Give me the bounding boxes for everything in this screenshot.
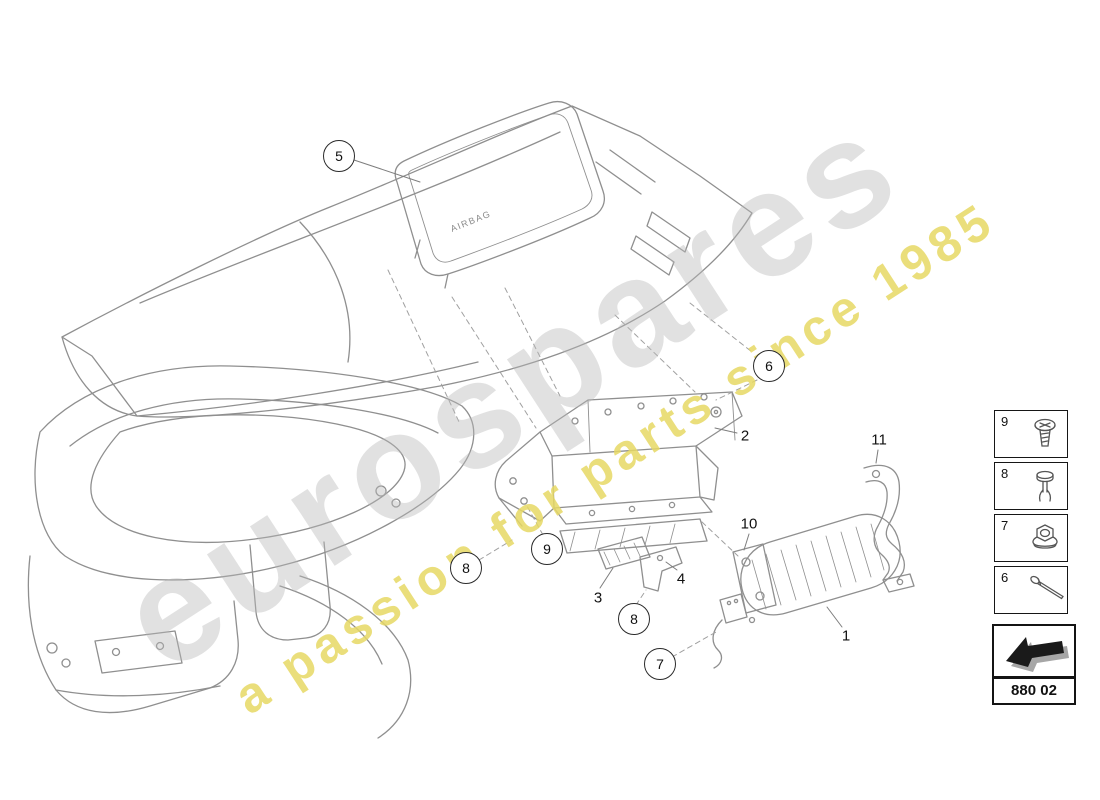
callout-circle-5[interactable]: 5 <box>323 140 355 172</box>
airbag-frame-bracket <box>494 391 743 554</box>
pin-icon <box>1030 575 1064 600</box>
arrow-icon <box>1006 637 1069 672</box>
retaining-strap <box>863 464 915 593</box>
callout-label-9: 9 <box>543 541 551 557</box>
legend-number-8: 8 <box>1001 466 1009 481</box>
dashboard-top-panel <box>61 105 753 418</box>
airbag-lid: AIRBAG <box>394 100 605 289</box>
part-number-2[interactable]: 2 <box>740 427 750 445</box>
callout-circle-6[interactable]: 6 <box>753 350 785 382</box>
part-number-11[interactable]: 11 <box>871 431 887 449</box>
callout-circle-8a[interactable]: 8 <box>450 552 482 584</box>
legend-number-7: 7 <box>1001 518 1009 533</box>
instrument-panel-cowl <box>27 365 475 739</box>
callout-label-5: 5 <box>335 148 343 164</box>
part-number-10[interactable]: 10 <box>740 515 758 533</box>
rivet-icon <box>1036 470 1054 502</box>
callout-label-6: 6 <box>765 358 773 374</box>
callout-circle-9[interactable]: 9 <box>531 533 563 565</box>
legend-item-7[interactable]: 7 <box>994 514 1068 562</box>
callout-circle-8b[interactable]: 8 <box>618 603 650 635</box>
legend-item-8[interactable]: 8 <box>994 462 1068 510</box>
legend-number-6: 6 <box>1001 570 1009 585</box>
flange-nut-icon <box>1032 524 1058 549</box>
callout-label-8b: 8 <box>630 611 638 627</box>
small-brackets <box>597 536 683 592</box>
screw-icon <box>1034 418 1056 447</box>
legend-number-9: 9 <box>1001 414 1009 429</box>
airbag-module <box>712 513 901 669</box>
part-number-3[interactable]: 3 <box>593 589 603 607</box>
alignment-dashed-lines <box>387 269 758 658</box>
airbag-lid-label: AIRBAG <box>449 208 493 233</box>
part-number-4[interactable]: 4 <box>676 570 686 588</box>
callout-label-8a: 8 <box>462 560 470 576</box>
legend-item-6[interactable]: 6 <box>994 566 1068 614</box>
callout-label-7: 7 <box>656 656 664 672</box>
callout-circle-7[interactable]: 7 <box>644 648 676 680</box>
part-number-1[interactable]: 1 <box>841 627 851 645</box>
section-code: 880 02 <box>1011 682 1057 699</box>
code-divider <box>994 676 1074 679</box>
legend-item-9[interactable]: 9 <box>994 410 1068 458</box>
fastener-legend: 9 8 <box>994 410 1068 614</box>
section-code-box[interactable]: 880 02 <box>992 624 1076 705</box>
leader-lines <box>353 159 879 628</box>
